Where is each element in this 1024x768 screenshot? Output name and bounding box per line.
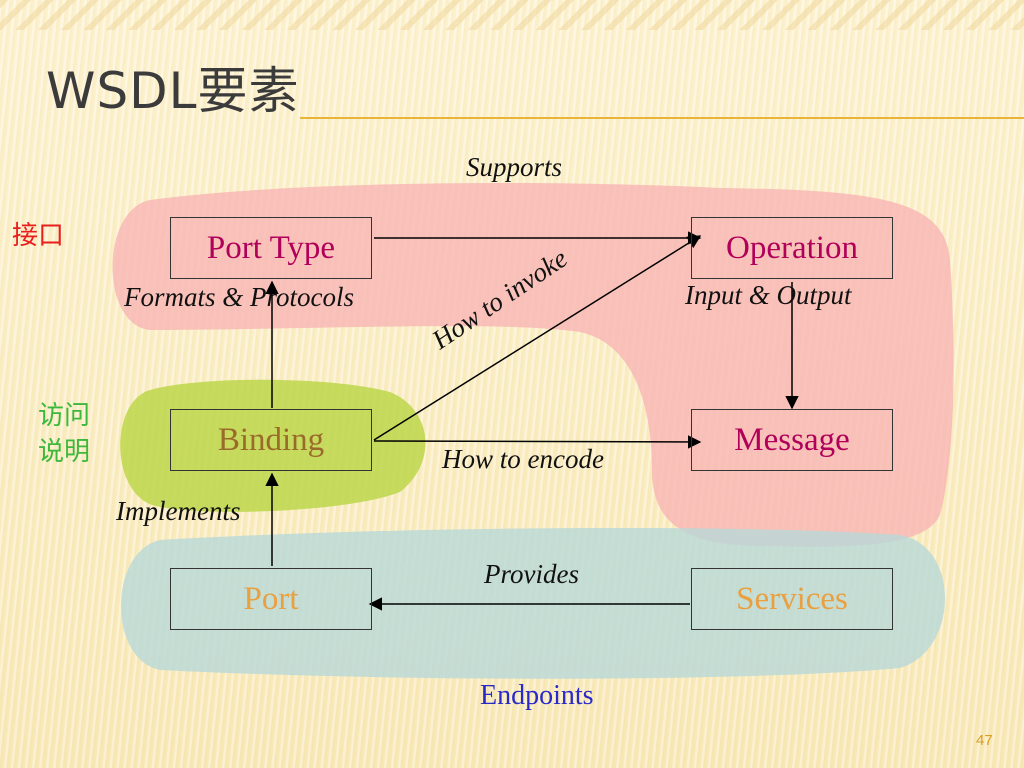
endpoints-group-label: Endpoints: [480, 680, 594, 711]
message-label: Message: [734, 421, 850, 458]
binding-box: Binding: [170, 409, 372, 471]
title-underline: [300, 117, 1024, 119]
services-label: Services: [736, 580, 848, 617]
input-output-label: Input & Output: [685, 280, 852, 310]
message-box: Message: [691, 409, 893, 471]
page-number: 47: [976, 732, 993, 749]
access-region: [120, 379, 426, 512]
operation-box: Operation: [691, 217, 893, 279]
operation-label: Operation: [726, 229, 858, 266]
provides-label: Provides: [484, 559, 579, 589]
services-box: Services: [691, 568, 893, 630]
how-to-encode-label: How to encode: [442, 444, 604, 474]
port-type-label: Port Type: [206, 229, 336, 266]
interface-label-text: 接口: [12, 221, 65, 251]
access-label-line2: 说明: [38, 437, 91, 467]
interface-group-label: 接口: [12, 218, 64, 254]
formats-protocols-label: Formats & Protocols: [124, 282, 355, 312]
implements-label: Implements: [116, 496, 241, 526]
interface-region: [112, 183, 954, 547]
how-to-encode-arrow: [373, 435, 702, 449]
access-label-line1: 访问: [38, 401, 91, 431]
page-title: WSDL要素: [46, 62, 300, 120]
how-to-invoke-arrow: [373, 235, 702, 441]
port-label: Port: [243, 580, 299, 617]
binding-label: Binding: [217, 421, 325, 458]
access-group-label: 访问 说明: [38, 398, 90, 470]
port-type-box: Port Type: [170, 217, 372, 279]
supports-label: Supports: [466, 152, 563, 182]
decorative-stripes: [0, 0, 1024, 30]
port-box: Port: [170, 568, 372, 630]
